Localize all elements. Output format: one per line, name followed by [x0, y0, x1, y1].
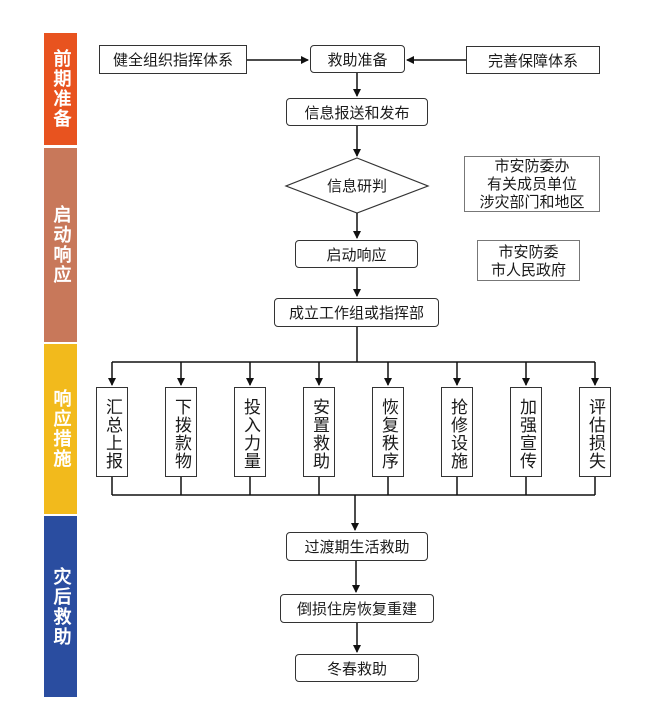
node-label: 倒损住房恢复重建	[296, 600, 417, 618]
measure-box: 抢修设施	[441, 387, 473, 477]
measure-box: 加强宣传	[510, 387, 542, 477]
node-info-judge: 信息研判	[286, 158, 428, 213]
node-setup-team: 成立工作组或指挥部	[274, 298, 439, 327]
measure-box: 投入力量	[234, 387, 266, 477]
node-label: 救助准备	[327, 50, 388, 69]
node-housing-rebuild: 倒损住房恢复重建	[280, 594, 434, 623]
node-transition-relief: 过渡期生活救助	[286, 532, 428, 561]
node-rescue-prep: 救助准备	[310, 45, 405, 73]
note-response-parties: 市安防委 市人民政府	[477, 240, 580, 281]
measure-label: 汇总上报	[102, 398, 122, 470]
measure-label: 恢复秩序	[378, 398, 398, 470]
phase-post-disaster-relief: 灾后救助	[44, 516, 77, 697]
measure-label: 下拨款物	[171, 398, 191, 470]
node-label: 信息报送和发布	[304, 103, 410, 122]
node-label: 信息研判	[326, 177, 387, 195]
measure-box: 下拨款物	[165, 387, 197, 477]
note-text: 市安防委 市人民政府	[490, 242, 566, 279]
note-text: 市安防委办 有关成员单位 涉灾部门和地区	[479, 157, 585, 211]
phase-label: 响应措施	[50, 389, 72, 469]
node-label: 成立工作组或指挥部	[288, 304, 424, 322]
phase-start-response: 启动响应	[44, 148, 77, 342]
measure-box: 汇总上报	[96, 387, 128, 477]
phase-label: 启动响应	[50, 205, 72, 285]
measure-box: 评估损失	[579, 387, 611, 477]
node-info-report: 信息报送和发布	[286, 98, 428, 126]
node-start-response: 启动响应	[295, 240, 418, 268]
measure-label: 评估损失	[585, 398, 605, 470]
measure-label: 投入力量	[240, 398, 260, 470]
node-label: 启动响应	[326, 245, 387, 264]
note-judge-parties: 市安防委办 有关成员单位 涉灾部门和地区	[464, 156, 600, 212]
measure-label: 抢修设施	[447, 398, 467, 470]
node-guarantee-system: 完善保障体系	[466, 46, 600, 74]
node-org-system: 健全组织指挥体系	[99, 45, 247, 74]
measure-label: 加强宣传	[516, 398, 536, 470]
measure-box: 恢复秩序	[372, 387, 404, 477]
node-label: 过渡期生活救助	[304, 538, 410, 556]
node-winter-spring-relief: 冬春救助	[295, 654, 419, 682]
phase-preparation: 前期准备	[44, 33, 77, 145]
measure-box: 安置救助	[303, 387, 335, 477]
measure-label: 安置救助	[309, 398, 329, 470]
phase-label: 前期准备	[50, 49, 72, 129]
node-label: 健全组织指挥体系	[112, 51, 233, 69]
node-label: 冬春救助	[326, 659, 387, 678]
phase-label: 灾后救助	[50, 566, 72, 647]
node-label: 完善保障体系	[487, 51, 578, 70]
phase-response-measures: 响应措施	[44, 344, 77, 514]
